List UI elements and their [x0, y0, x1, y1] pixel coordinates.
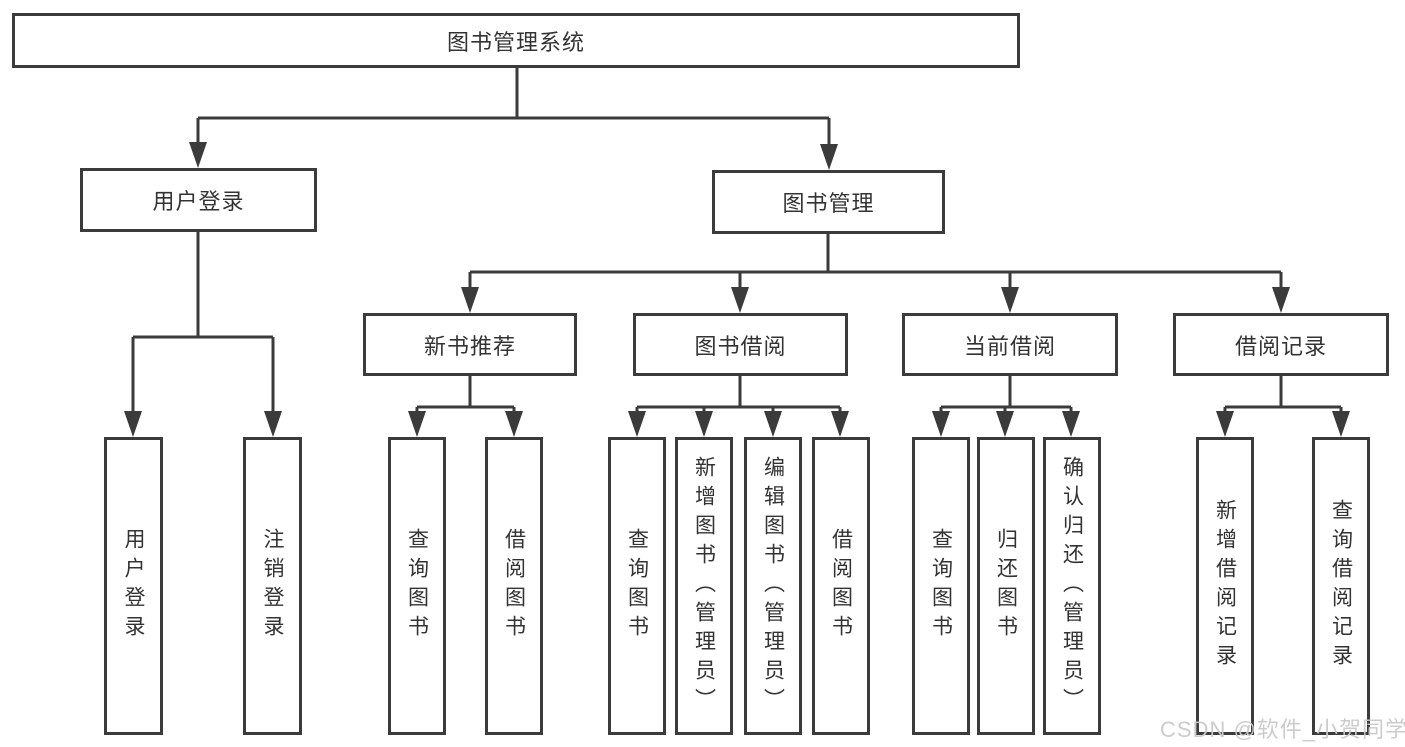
arrowhead: [461, 287, 479, 313]
watermark: CSDN @软件_小贺同学: [1160, 717, 1405, 742]
node-book-borrow-label: 图书借阅: [694, 333, 787, 359]
leaf-borrow-query-book: 查询图书: [608, 437, 666, 735]
leaf-borrow-borrow-book-label: 借阅图书: [829, 528, 853, 644]
leaf-current-confirm-return-label: 确认归还（管理员）: [1060, 455, 1084, 717]
leaf-newrec-borrow-book-label: 借阅图书: [502, 528, 526, 644]
leaf-newrec-query-book: 查询图书: [388, 437, 446, 735]
arrowhead: [628, 411, 646, 437]
leaf-current-query-book-label: 查询图书: [929, 528, 953, 644]
arrowhead: [1001, 287, 1019, 313]
arrowhead: [820, 144, 838, 170]
leaf-records-query-record: 查询借阅记录: [1312, 437, 1370, 735]
leaf-logout: 注销登录: [243, 437, 302, 735]
arrowhead: [1062, 411, 1080, 437]
arrowhead: [408, 411, 426, 437]
leaf-records-add-record: 新增借阅记录: [1196, 437, 1254, 735]
node-root-label: 图书管理系统: [446, 29, 585, 55]
arrowhead: [831, 411, 849, 437]
node-new-book-rec-label: 新书推荐: [423, 333, 516, 359]
node-borrow-records: 借阅记录: [1173, 313, 1389, 376]
arrowhead: [731, 287, 749, 313]
leaf-records-query-record-label: 查询借阅记录: [1329, 499, 1353, 673]
node-root: 图书管理系统: [12, 13, 1020, 68]
node-borrow-records-label: 借阅记录: [1234, 333, 1327, 359]
leaf-newrec-borrow-book: 借阅图书: [485, 437, 543, 735]
arrowhead: [1216, 411, 1234, 437]
arrowhead: [505, 411, 523, 437]
arrowhead: [764, 411, 782, 437]
leaf-current-confirm-return: 确认归还（管理员）: [1043, 437, 1101, 735]
leaf-borrow-edit-book-label: 编辑图书（管理员）: [761, 455, 785, 717]
leaf-records-add-record-label: 新增借阅记录: [1213, 499, 1237, 673]
arrowhead: [189, 142, 207, 168]
node-current-borrow-label: 当前借阅: [963, 333, 1056, 359]
leaf-user-login-label: 用户登录: [122, 528, 145, 644]
arrowhead: [695, 411, 713, 437]
arrowhead: [1272, 287, 1290, 313]
node-current-borrow: 当前借阅: [902, 313, 1118, 376]
node-new-book-rec: 新书推荐: [363, 313, 577, 376]
leaf-borrow-query-book-label: 查询图书: [625, 528, 649, 644]
node-user-login-label: 用户登录: [152, 189, 245, 214]
node-user-login: 用户登录: [80, 168, 317, 232]
leaf-current-return-book-label: 归还图书: [994, 528, 1018, 644]
leaf-newrec-query-book-label: 查询图书: [405, 528, 429, 644]
leaf-user-login: 用户登录: [104, 437, 163, 735]
arrowhead: [264, 411, 282, 437]
leaf-borrow-add-book-label: 新增图书（管理员）: [692, 455, 716, 717]
arrowhead: [932, 411, 950, 437]
leaf-borrow-edit-book: 编辑图书（管理员）: [744, 437, 802, 735]
node-book-borrow: 图书借阅: [633, 313, 848, 376]
node-book-mgmt: 图书管理: [712, 170, 945, 234]
leaf-current-query-book: 查询图书: [912, 437, 970, 735]
leaf-current-return-book: 归还图书: [977, 437, 1035, 735]
arrowhead: [124, 411, 142, 437]
leaf-logout-label: 注销登录: [261, 528, 284, 644]
leaf-borrow-add-book: 新增图书（管理员）: [675, 437, 733, 735]
arrowhead: [1332, 411, 1350, 437]
leaf-borrow-borrow-book: 借阅图书: [812, 437, 870, 735]
node-book-mgmt-label: 图书管理: [782, 191, 875, 216]
arrowhead: [996, 411, 1014, 437]
